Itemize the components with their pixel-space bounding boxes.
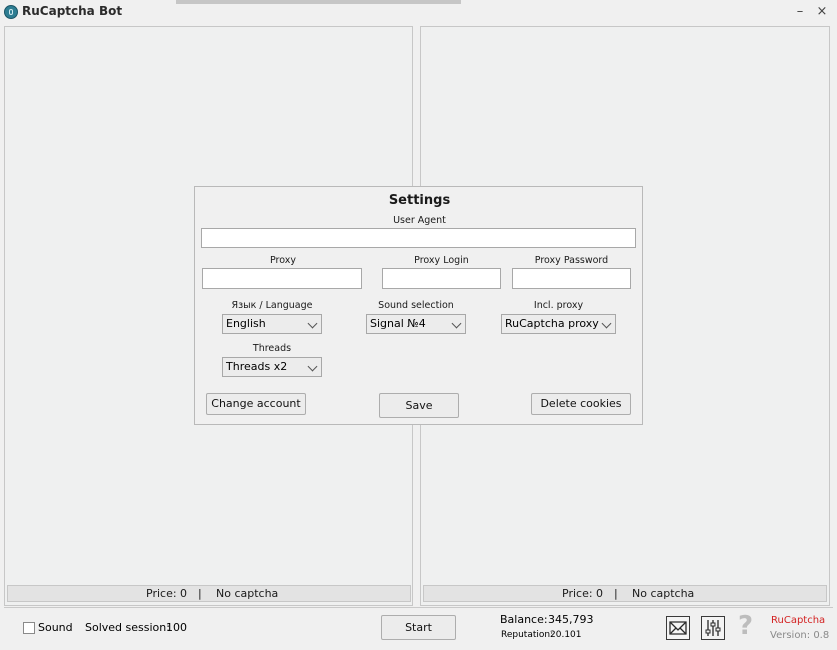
proxy-label: Proxy (269, 255, 297, 266)
settings-title: Settings (388, 193, 451, 208)
language-select[interactable]: English (222, 314, 322, 334)
incl-proxy-label: Incl. proxy (533, 300, 584, 311)
reputation-value: 20.101 (550, 630, 582, 640)
threads-label: Threads (252, 343, 292, 354)
close-button[interactable]: × (816, 4, 828, 19)
lock-icon (4, 5, 18, 19)
start-button[interactable]: Start (381, 615, 456, 640)
right-separator: | (614, 587, 618, 600)
balance-label: Balance: (500, 613, 548, 626)
chevron-down-icon (451, 318, 462, 329)
right-price: Price: 0 (562, 587, 604, 600)
user-agent-label: User Agent (393, 215, 446, 226)
title-bar (0, 0, 837, 24)
left-separator: | (198, 587, 202, 600)
title-bar-highlight (176, 0, 461, 4)
chevron-down-icon (307, 318, 318, 329)
sound-selection-value: Signal №4 (370, 317, 426, 330)
equalizer-icon[interactable] (701, 616, 725, 640)
chevron-down-icon (307, 361, 318, 372)
delete-cookies-button[interactable]: Delete cookies (531, 393, 631, 415)
balance-value: 345,793 (548, 613, 594, 626)
window-title: RuCaptcha Bot (22, 4, 123, 18)
help-icon[interactable]: ? (738, 611, 754, 641)
left-price: Price: 0 (146, 587, 188, 600)
save-button[interactable]: Save (379, 393, 459, 418)
incl-proxy-select[interactable]: RuCaptcha proxy (501, 314, 616, 334)
mail-icon[interactable] (666, 616, 690, 640)
proxy-password-label: Proxy Password (534, 255, 609, 266)
threads-select[interactable]: Threads x2 (222, 357, 322, 377)
version-label: Version: 0.8 (770, 630, 830, 641)
reputation-label: Reputation: (501, 630, 554, 640)
sound-label: Sound (38, 621, 73, 634)
sound-selection-select[interactable]: Signal №4 (366, 314, 466, 334)
sound-selection-label: Sound selection (378, 300, 454, 311)
proxy-input[interactable] (202, 268, 362, 289)
user-agent-input[interactable] (201, 228, 636, 248)
bottom-divider (4, 607, 833, 608)
solved-session-value: 100 (166, 621, 187, 634)
settings-dialog: Settings User Agent Proxy Proxy Login Pr… (194, 186, 643, 425)
proxy-login-label: Proxy Login (414, 255, 469, 266)
right-status-bar (423, 585, 827, 602)
brand-label: RuCaptcha (771, 615, 826, 626)
left-captcha-status: No captcha (216, 587, 279, 600)
minimize-button[interactable]: – (796, 4, 804, 19)
sound-checkbox[interactable] (23, 622, 35, 634)
chevron-down-icon (601, 318, 612, 329)
right-captcha-status: No captcha (632, 587, 695, 600)
incl-proxy-value: RuCaptcha proxy (505, 317, 599, 330)
threads-value: Threads x2 (226, 360, 288, 373)
language-label: Язык / Language (231, 300, 313, 311)
left-status-bar (7, 585, 411, 602)
change-account-button[interactable]: Change account (206, 393, 306, 415)
proxy-password-input[interactable] (512, 268, 631, 289)
solved-session-label: Solved session: (85, 621, 170, 634)
proxy-login-input[interactable] (382, 268, 501, 289)
language-value: English (226, 317, 266, 330)
